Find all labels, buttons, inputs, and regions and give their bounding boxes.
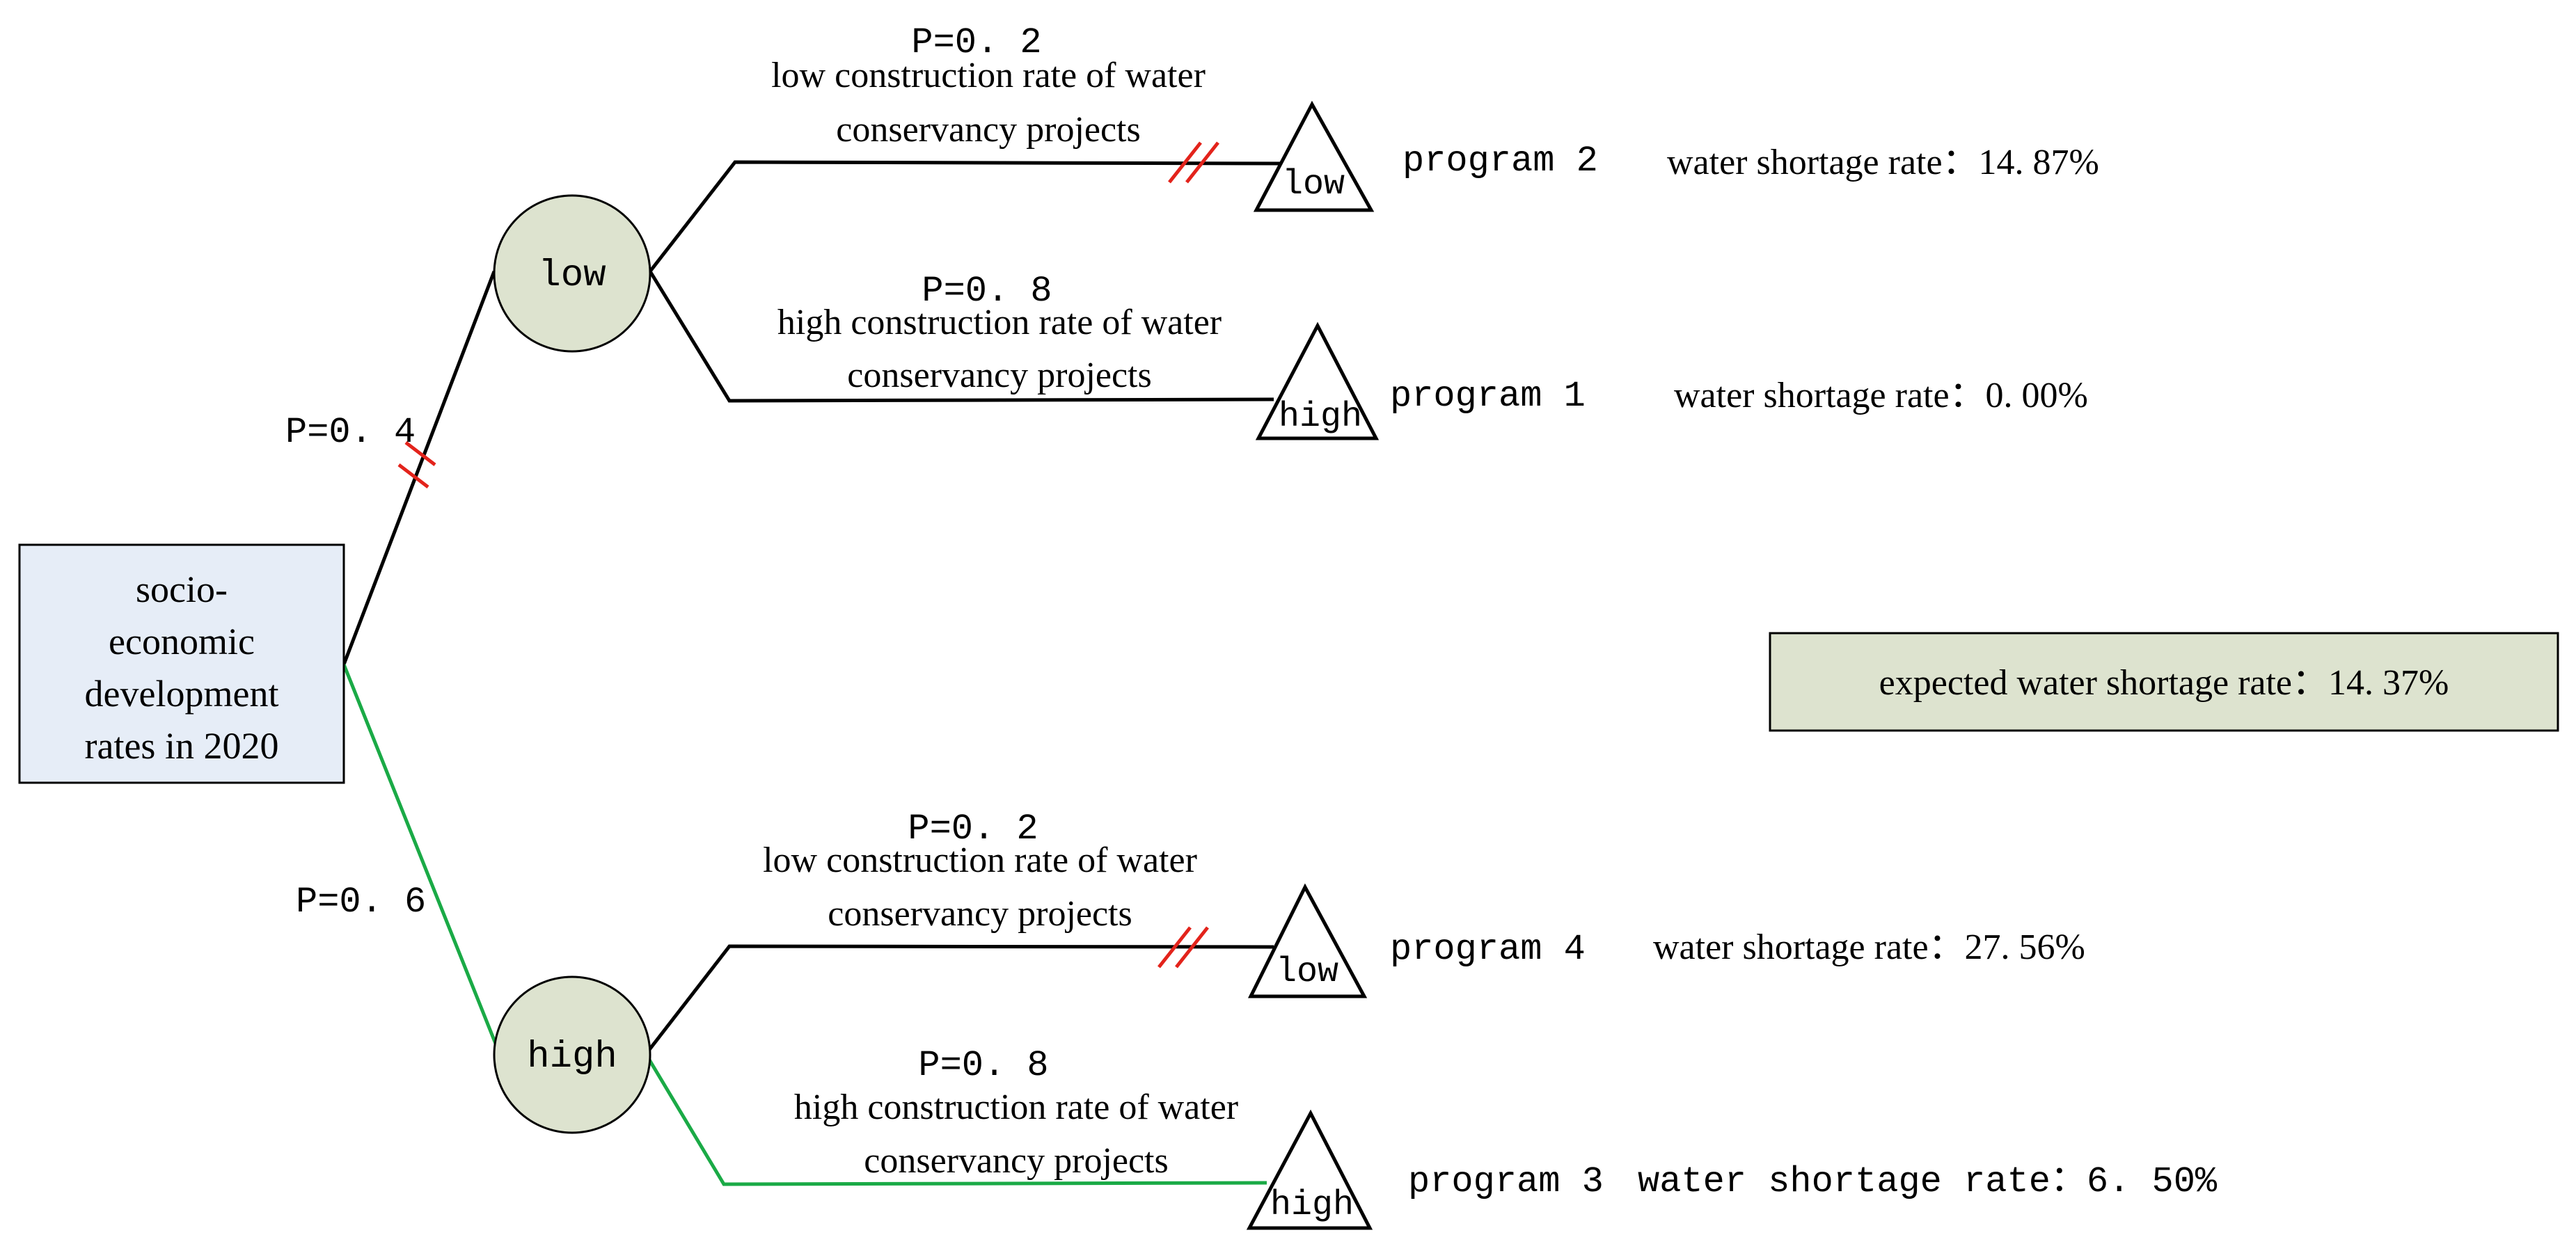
branch-line-outcome-1 — [649, 160, 1281, 273]
outcome-1-desc-line-1: low construction rate of water — [771, 56, 1206, 95]
outcome-3-terminal-node: low — [1247, 883, 1368, 998]
outcome-3-desc-line-1: low construction rate of water — [763, 840, 1197, 880]
outcome-2-terminal-node: high — [1255, 321, 1380, 440]
chance-node-low: low — [493, 194, 651, 353]
chance-node-low-label: low — [538, 255, 606, 297]
outcome-2-prob: P=0. 8 — [922, 271, 1052, 312]
branch-line-root-low — [342, 271, 496, 665]
outcome-2-terminal-label: high — [1279, 397, 1362, 437]
branch-prob-high: P=0. 6 — [296, 882, 426, 923]
root-label-line-1: socio- — [136, 568, 228, 610]
branch-line-outcome-2 — [648, 270, 1274, 403]
chance-node-high: high — [493, 975, 651, 1134]
outcome-1-prob: P=0. 2 — [911, 22, 1041, 63]
outcome-4-program: program 3 — [1408, 1161, 1604, 1202]
root-label-line-4: rates in 2020 — [85, 725, 279, 767]
outcome-1-program: program 2 — [1402, 141, 1598, 182]
chance-node-high-label: high — [527, 1036, 617, 1078]
branch-prob-low: P=0. 4 — [285, 412, 416, 453]
pruned-mark-outcome-3 — [1157, 926, 1209, 969]
outcome-1-terminal-label: low — [1282, 165, 1345, 205]
root-label-line-2: economic — [109, 621, 255, 662]
outcome-3-desc-line-2: conservancy projects — [828, 894, 1132, 934]
outcome-3-rate: water shortage rate：27. 56% — [1653, 927, 2085, 967]
root-decision-box: socio- economic development rates in 202… — [18, 543, 345, 784]
outcome-4-desc-line-2: conservancy projects — [864, 1141, 1168, 1181]
pruned-mark-root-low — [397, 441, 436, 488]
outcome-4-desc-line-1: high construction rate of water — [794, 1087, 1238, 1127]
pruned-mark-outcome-1 — [1168, 141, 1219, 184]
outcome-3-program: program 4 — [1390, 929, 1586, 970]
outcome-4-terminal-label: high — [1270, 1186, 1354, 1225]
outcome-3-prob: P=0. 2 — [908, 808, 1038, 850]
outcome-4-prob: P=0. 8 — [918, 1045, 1048, 1086]
branch-line-root-high — [342, 664, 500, 1051]
branch-line-outcome-4 — [644, 1053, 1267, 1186]
outcome-2-desc-line-1: high construction rate of water — [777, 303, 1222, 342]
branch-line-outcome-3 — [645, 944, 1274, 1055]
outcome-2-rate: water shortage rate：0. 00% — [1674, 376, 2088, 415]
outcome-2-desc-line-2: conservancy projects — [847, 356, 1151, 395]
outcome-1-rate: water shortage rate：14. 87% — [1667, 143, 2099, 182]
root-label-line-3: development — [85, 673, 279, 715]
outcome-2-program: program 1 — [1390, 376, 1586, 417]
expected-rate-box: expected water shortage rate：14. 37% — [1769, 632, 2559, 732]
outcome-1-terminal-node: low — [1253, 100, 1375, 212]
outcome-3-terminal-label: low — [1276, 953, 1338, 992]
outcome-4-terminal-node: high — [1246, 1109, 1373, 1230]
expected-rate-text: expected water shortage rate：14. 37% — [1879, 663, 2449, 703]
outcome-1-desc-line-2: conservancy projects — [836, 110, 1140, 150]
outcome-4-rate: water shortage rate：6. 50% — [1638, 1161, 2218, 1202]
